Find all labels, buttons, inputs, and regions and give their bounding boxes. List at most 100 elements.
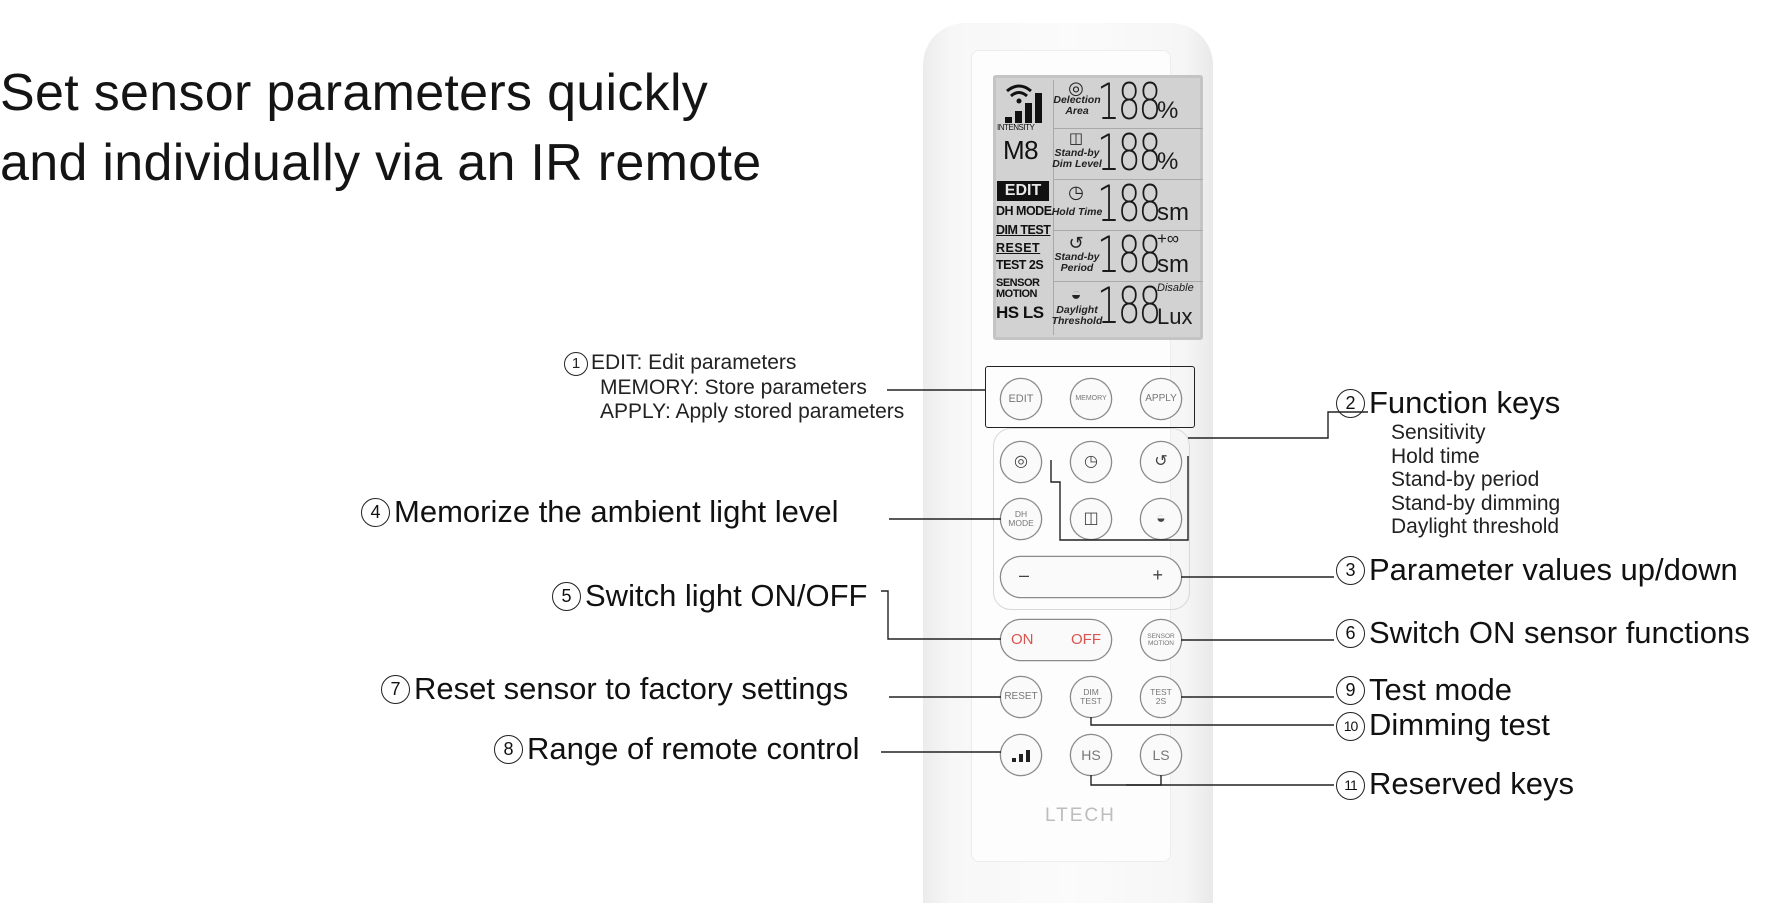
dim-level-icon: ◫: [1083, 510, 1099, 527]
radar-icon: ◎: [1068, 78, 1084, 98]
range-button[interactable]: [1001, 735, 1041, 775]
ls-button[interactable]: LS: [1141, 735, 1181, 775]
lcd-row-unit-top: Disable: [1157, 282, 1194, 294]
hold-time-button[interactable]: ◷: [1071, 442, 1111, 482]
sensitivity-button[interactable]: ◎: [1001, 442, 1041, 482]
lcd-row-unit: sm: [1157, 199, 1189, 226]
signal-bars-icon: [1012, 750, 1030, 763]
callout-number: 1: [564, 352, 588, 376]
lcd-divider: [1053, 281, 1203, 282]
headline-line-1: Set sensor parameters quickly: [0, 64, 709, 122]
lcd-divider: [1053, 80, 1054, 335]
lcd-divider: [1053, 230, 1203, 231]
reset-button[interactable]: RESET: [1001, 677, 1041, 717]
lcd-row-unit: Lux: [1157, 304, 1193, 329]
signal-strength-icon: [1005, 84, 1042, 123]
value-up-down-rocker[interactable]: – +: [1001, 557, 1181, 597]
mode-code: M8: [1003, 135, 1039, 165]
plus-button[interactable]: +: [1152, 565, 1163, 585]
lcd-dim-test-indicator: DIM TEST: [996, 223, 1051, 237]
standby-dimming-button[interactable]: ◫: [1071, 499, 1111, 539]
lcd-motion-indicator: MOTION: [996, 288, 1038, 300]
lcd-row-digits: 188: [1097, 226, 1161, 284]
daylight-threshold-button[interactable]: ◒: [1141, 499, 1181, 539]
lcd-divider: [1053, 179, 1203, 180]
callout-number: 5: [552, 582, 581, 611]
off-button[interactable]: OFF: [1071, 631, 1101, 648]
callout-number: 8: [494, 735, 523, 764]
lcd-display: INTENSITY M8 EDIT DH MODE DIM TEST RESET…: [993, 75, 1203, 340]
daylight-icon: ◒: [1070, 284, 1082, 304]
on-button[interactable]: ON: [1011, 631, 1034, 648]
lcd-row-digits: 188: [1097, 75, 1161, 131]
on-off-rocker[interactable]: ON OFF: [1001, 620, 1111, 660]
headline-line-2: and individually via an IR remote: [0, 134, 762, 192]
intensity-label: INTENSITY: [997, 123, 1035, 132]
lcd-row-unit: %: [1157, 97, 1179, 124]
lcd-row-digits: 188: [1097, 175, 1161, 233]
function-key-list-item: Hold time: [1391, 445, 1480, 468]
function-key-list-item: Daylight threshold: [1391, 515, 1560, 538]
daylight-icon: ◒: [1156, 510, 1166, 527]
lcd-row-digits: 188: [1097, 124, 1161, 182]
lcd-row-label: Hold Time: [1051, 206, 1103, 218]
brand-logo: LTECH: [1045, 805, 1116, 826]
apply-button[interactable]: APPLY: [1141, 379, 1181, 419]
edit-button[interactable]: EDIT: [1001, 379, 1041, 419]
function-key-list-item: Stand-by period: [1391, 468, 1540, 491]
standby-period-button[interactable]: ↺: [1141, 442, 1181, 482]
memory-button[interactable]: MEMORY: [1071, 379, 1111, 419]
lcd-row-unit: %: [1157, 148, 1179, 175]
lcd-test2s-indicator: TEST 2S: [996, 258, 1044, 272]
headline: Set sensor parameters quickly and indivi…: [0, 58, 761, 198]
minus-button[interactable]: –: [1019, 565, 1030, 585]
lcd-divider: [1053, 128, 1203, 129]
radar-icon: ◎: [1014, 453, 1028, 470]
lcd-reset-indicator: RESET: [996, 241, 1041, 255]
function-key-list-item: Stand-by dimming: [1391, 492, 1561, 515]
clock-icon: ◷: [1068, 182, 1084, 202]
callout-number: 7: [381, 675, 410, 704]
lcd-hs-ls-indicator: HS LS: [996, 303, 1044, 322]
clock-icon: ◷: [1084, 453, 1098, 470]
callout-number: 10: [1336, 712, 1365, 741]
callout-number: 9: [1336, 676, 1365, 705]
hs-button[interactable]: HS: [1071, 735, 1111, 775]
callout-1-line-2: MEMORY: Store parameters: [600, 376, 867, 399]
history-icon: ↺: [1154, 453, 1168, 470]
callout-number: 6: [1336, 619, 1365, 648]
history-icon: ↺: [1068, 233, 1084, 253]
callout-number: 2: [1336, 389, 1365, 418]
lcd-row-unit: sm: [1157, 251, 1189, 278]
callout-number: 4: [361, 498, 390, 527]
callout-number: 3: [1336, 556, 1365, 585]
lcd-row-unit-top: +∞: [1157, 229, 1180, 248]
lcd-dh-mode-indicator: DH MODE: [996, 204, 1052, 218]
lcd-edit-indicator: EDIT: [997, 181, 1049, 201]
lcd-sensor-indicator: SENSOR: [996, 277, 1040, 289]
dim-level-icon: ◫: [1068, 130, 1084, 147]
callout-number: 11: [1336, 771, 1365, 800]
